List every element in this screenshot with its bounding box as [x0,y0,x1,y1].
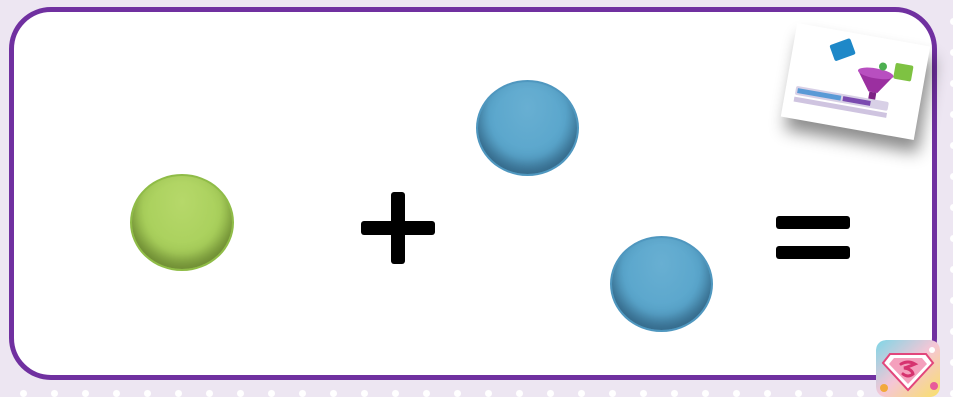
superman-shield-sticker [876,340,940,397]
shape-sorter-image [793,38,914,118]
shape-sorter-thumbnail [780,23,931,140]
equals-sign [776,216,850,259]
blue-counter [476,80,579,176]
plus-sign [361,192,435,264]
green-counter [130,174,234,271]
equation-panel [9,7,937,380]
blue-counter [610,236,713,332]
superman-shield-icon [876,340,940,397]
